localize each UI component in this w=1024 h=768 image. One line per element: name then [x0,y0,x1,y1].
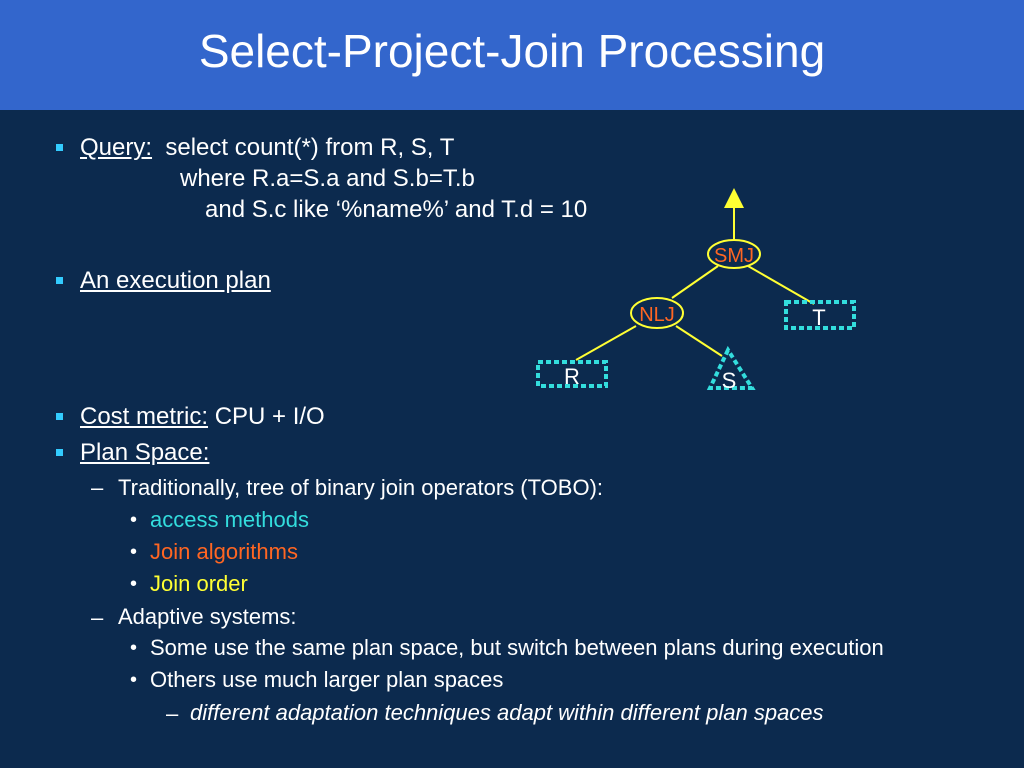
query-line-2: where R.a=S.a and S.b=T.b [180,165,475,192]
adaptive-item-1: Some use the same plan space, but switch… [150,635,884,660]
smj-label: SMJ [714,245,754,267]
bullet-square-icon [56,277,63,284]
query-select: select count(*) from R, S, T [165,134,455,161]
s-leaf-triangle [706,345,756,390]
adaptive-sub-item: different adaptation techniques adapt wi… [190,700,824,725]
nlj-node [630,297,684,329]
dot-bullet: • [130,541,138,563]
dot-bullet: • [130,669,138,691]
bullet-square-icon [56,449,63,456]
query-label: Query: [80,134,153,161]
r-label: R [564,364,580,389]
edge-smj-t [747,265,815,305]
dash-bullet: – [91,605,104,630]
r-leaf-box [536,360,608,388]
query-line-3: and S.c like ‘%name%’ and T.d = 10 [205,196,588,223]
bullet-square-icon [56,144,63,151]
adaptive-line: Adaptive systems: [118,604,297,629]
smj-node [707,239,761,269]
access-methods-item: access methods [150,507,309,532]
edge-smj-nlj [671,265,719,299]
t-label: T [812,305,825,330]
dot-bullet: • [130,509,138,531]
space-label: Plan Space: [80,439,210,466]
t-leaf-box [784,300,856,330]
join-algorithms-item: Join algorithms [150,539,298,564]
traditional-line: Traditionally, tree of binary join opera… [118,475,604,500]
join-order-item: Join order [150,571,248,596]
query-line-1: Query: select count(*) from R, S, T [80,134,454,162]
edge-nlj-s [675,325,723,357]
slide-title: Select-Project-Join Processing [198,25,826,77]
cost-label: Cost metric: [80,403,209,430]
cost-value: CPU + I/O [214,403,325,430]
bullet-square-icon [56,413,63,420]
dot-bullet: • [130,573,138,595]
edge-nlj-r [575,325,637,361]
cost-line: Cost metric: CPU + I/O [80,403,325,431]
adaptive-item-2: Others use much larger plan spaces [150,667,504,692]
dot-bullet: • [130,637,138,659]
s-label: S [722,368,737,393]
title-bar: Select-Project-Join Processing [0,0,1024,110]
plan-label: An execution plan [80,267,271,294]
dash-bullet: – [91,475,104,500]
dash-bullet: – [166,701,179,726]
nlj-label: NLJ [639,304,675,326]
